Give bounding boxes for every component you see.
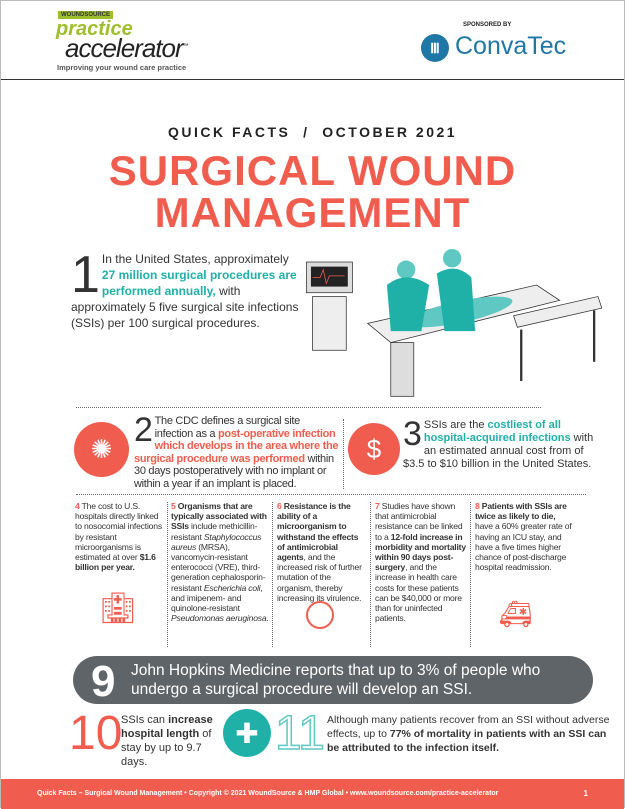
fact-highlight: Patients with SSIs are twice as likely t…: [475, 501, 567, 522]
fact-number: 1: [71, 246, 100, 304]
fact-text: , and imipenem- and quinolone-resistant: [171, 582, 263, 614]
ambulance-icon: 🚑︎: [499, 599, 533, 629]
logo-practice: practice: [56, 18, 133, 40]
fact-text: Although many patients recover from an S…: [327, 714, 610, 740]
fact-10: SSIs can increase hospital length of sta…: [121, 713, 219, 769]
fact-8: 8 Patients with SSIs are twice as likely…: [475, 501, 575, 572]
fact-7: 7 Studies have shown that antimicrobial …: [375, 501, 467, 623]
fact-number: 6: [277, 501, 282, 511]
fact-text: In the United States, approximately: [101, 252, 289, 266]
medical-cross-icon: ✚: [223, 709, 271, 757]
fact-text: (MRSA), vancomycin-resistant enterococci…: [171, 541, 266, 593]
fact-5: 5 Organisms that are typically associate…: [171, 501, 269, 623]
fact-number: 4: [75, 501, 80, 511]
fact-text: The cost to U.S. hospitals directly link…: [75, 501, 162, 563]
kicker: QUICK FACTS / OCTOBER 2021: [167, 124, 458, 140]
tm: ™: [182, 43, 189, 50]
fact-text: with an estimated annual cost from of $3…: [403, 432, 594, 470]
fact-number: 7: [375, 501, 380, 511]
virus-icon: ✺: [74, 422, 129, 477]
fact-number: 9: [91, 657, 116, 706]
fact-text: with approximately 5 five surgical site …: [71, 284, 299, 330]
money-bag-icon: $: [348, 423, 400, 475]
fact-highlight: $1.6 billion per year.: [75, 552, 156, 573]
fact-text: have a 60% greater rate of having an ICU…: [475, 521, 572, 573]
fact-text: John Hopkins Medicine reports that up to…: [131, 662, 541, 698]
divider: [76, 494, 586, 495]
fact-11-number: 11: [274, 707, 325, 760]
logo-accelerator-text: accelerator: [65, 33, 184, 63]
organism: Staphylococcus aureus: [171, 531, 262, 552]
fact-text: The CDC defines a surgical site infectio…: [154, 415, 301, 440]
title-line1: SURGICAL WOUND: [108, 147, 517, 194]
fact-text: within 30 days postoperatively with no i…: [134, 452, 334, 490]
title-line2: MANAGEMENT: [154, 189, 471, 236]
divider: [370, 502, 371, 647]
divider: [470, 502, 471, 647]
divider: [167, 502, 168, 647]
organism: Escherichia coli: [203, 582, 261, 593]
footer: Quick Facts – Surgical Wound Management …: [1, 779, 624, 809]
fact-highlight: 77% of mortality in patients with an SSI…: [327, 728, 607, 754]
fact-text: , and the increase in health care costs …: [375, 562, 462, 624]
fact-9: 9 John Hopkins Medicine reports that up t…: [73, 656, 593, 706]
logo-accelerator: accelerator™: [65, 33, 189, 64]
fact-text: SSIs are the: [423, 419, 488, 431]
logo-tagline: Improving your wound care practice: [57, 63, 187, 72]
divider: [272, 502, 273, 647]
convatec-logo-icon: Ⅲ: [421, 34, 449, 62]
fact-text: include methicillin-resistant: [171, 521, 258, 542]
divider: [76, 407, 541, 408]
logo-woundsource: WOUNDSOURCE: [58, 11, 113, 19]
fact-highlight: 27 million surgical procedures are perfo…: [101, 268, 297, 298]
petri-dish-icon: [306, 601, 334, 629]
fact-highlight: costliest of all hospital-acquired infec…: [423, 419, 571, 444]
fact-highlight: Resistance is the ability of a microorga…: [277, 501, 359, 563]
fact-highlight: post-operative infection which develops …: [134, 427, 339, 465]
fact-highlight: 12-fold increase in morbidity and mortal…: [375, 531, 466, 573]
fact-number: 3: [403, 415, 422, 453]
fact-number: 8: [475, 501, 480, 511]
fact-11: Although many patients recover from an S…: [327, 713, 615, 755]
surgery-illustration: [306, 248, 603, 397]
header-divider: [1, 79, 624, 80]
footer-text: Quick Facts – Surgical Wound Management …: [37, 790, 499, 797]
sponsored-by: SPONSORED BY: [463, 22, 512, 28]
hospital-icon: 🏥︎: [99, 592, 138, 625]
fact-10-number: 10: [69, 707, 123, 760]
fact-text: Studies have shown that antimicrobial re…: [375, 501, 463, 542]
fact-6: 6 Resistance is the ability of a microor…: [277, 501, 367, 603]
fact-number: 2: [134, 411, 153, 449]
fact-4: 4 The cost to U.S. hospitals directly li…: [75, 501, 163, 572]
fact-text: , and the increased risk of further muta…: [277, 552, 362, 603]
organism: Pseudomonas aeruginosa.: [171, 613, 269, 624]
fact-number: 5: [171, 501, 176, 511]
fact-highlight: increase hospital length: [121, 714, 213, 740]
fact-highlight: Organisms that are typically associated …: [171, 501, 267, 532]
fact-text: of stay by up to 9.7 days.: [121, 728, 212, 768]
page-number: 1: [583, 789, 588, 798]
sponsor-name: ConvaTec: [455, 32, 567, 60]
divider: [343, 419, 344, 489]
fact-text: SSIs can: [121, 714, 169, 726]
